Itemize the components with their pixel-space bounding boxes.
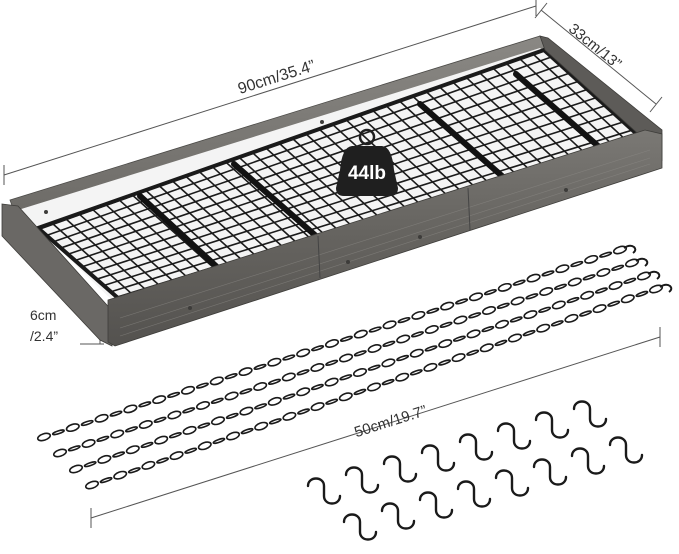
pot-rack <box>1 35 663 347</box>
chain-length-label: 50cm/19.7” <box>352 402 429 441</box>
s-hook <box>494 469 530 497</box>
s-hook <box>380 502 416 530</box>
height-in-label: /2.4” <box>30 328 58 344</box>
rack-front-rail <box>107 129 663 347</box>
chain-dimension <box>90 327 661 528</box>
s-hook <box>572 400 608 428</box>
s-hook <box>420 444 456 472</box>
s-hook <box>456 480 492 508</box>
s-hook <box>608 436 644 464</box>
s-hook <box>496 422 532 450</box>
s-hooks <box>306 400 644 541</box>
load-capacity-label: 44lb <box>348 163 386 184</box>
load-capacity-badge: 44lb <box>336 128 398 196</box>
chain <box>52 257 649 458</box>
rack-left-rail <box>1 203 116 347</box>
s-hook <box>342 513 378 541</box>
weight-icon <box>336 128 398 196</box>
height-cm-label: 6cm <box>30 307 56 323</box>
s-hook <box>534 411 570 439</box>
s-hook <box>532 458 568 486</box>
hanging-chains <box>36 244 673 490</box>
s-hook <box>344 466 380 494</box>
chain <box>36 244 637 442</box>
s-hook <box>418 491 454 519</box>
s-hook <box>458 433 494 461</box>
s-hook <box>570 447 606 475</box>
chain <box>68 270 661 474</box>
length-dimension <box>3 0 537 185</box>
support-bars <box>137 71 601 271</box>
chain <box>84 283 673 490</box>
s-hook <box>382 455 418 483</box>
s-hook <box>306 477 342 505</box>
depth-dimension <box>534 2 663 113</box>
length-label: 90cm/35.4” <box>236 58 317 98</box>
